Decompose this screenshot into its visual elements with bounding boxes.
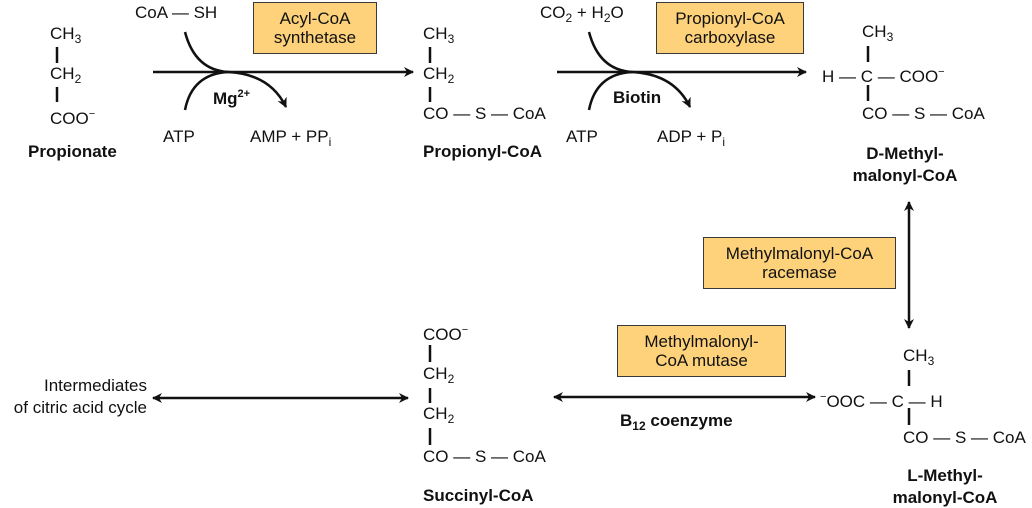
adp-pi: ADP + Pi: [657, 127, 726, 149]
propionyl-ch3: CH3: [423, 24, 455, 46]
d-methyl-label: D-Methyl-malonyl-CoA: [852, 144, 958, 185]
arrow-atp2-in: [587, 70, 633, 111]
l-methyl-cos: CO — S — CoA: [903, 428, 1026, 447]
propionyl-cos: CO — S — CoA: [423, 104, 546, 123]
l-methyl-label: L-Methyl-malonyl-CoA: [892, 466, 998, 507]
cofactor-biotin: Biotin: [613, 88, 662, 107]
l-methyl-row: −OOC — C — H: [820, 391, 943, 411]
succinyl-ch2-b: CH2: [423, 404, 455, 426]
propionate-label: Propionate: [28, 142, 117, 161]
propionate-ch2: CH2: [50, 64, 82, 86]
d-methyl-ch3: CH3: [862, 22, 894, 44]
cofactor-mg: Mg2+: [213, 88, 251, 108]
propionyl-label: Propionyl-CoA: [423, 142, 542, 161]
succinyl-coo: COO−: [423, 324, 469, 344]
enzyme-methylmalonyl-coa-mutase: Methylmalonyl-CoA mutase: [617, 325, 786, 377]
d-methyl-cos: CO — S — CoA: [862, 104, 985, 123]
propionate-ch3: CH3: [50, 24, 82, 46]
propionyl-ch2: CH2: [423, 64, 455, 86]
atp-1: ATP: [163, 127, 195, 146]
l-methyl-ch3: CH3: [903, 346, 935, 368]
coa-sh: CoA — SH: [135, 3, 218, 22]
succinyl-cos: CO — S — CoA: [423, 447, 546, 466]
d-methyl-row: H — C — COO−: [822, 66, 945, 86]
propionate-coo: COO−: [50, 108, 96, 128]
succinyl-ch2-a: CH2: [423, 364, 455, 386]
atp-2: ATP: [566, 127, 598, 146]
co2-h2o: CO2 + H2O: [540, 3, 624, 25]
arrow-atp-in: [183, 70, 229, 111]
cofactor-b12: B12 coenzyme: [620, 411, 733, 433]
amp-ppi: AMP + PPi: [250, 127, 332, 149]
succinyl-label: Succinyl-CoA: [423, 486, 534, 505]
